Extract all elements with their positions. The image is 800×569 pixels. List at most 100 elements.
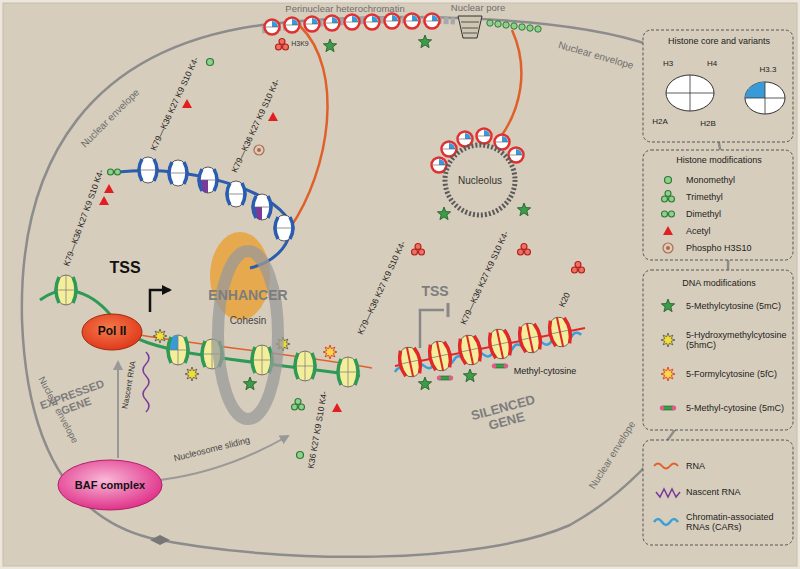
silenced-gene	[516, 321, 544, 355]
membrane-label: Nuclear envelope	[587, 419, 638, 491]
enhancer-chromatin	[138, 157, 158, 183]
legend-panels	[643, 440, 793, 545]
histone-label: H3.3	[760, 66, 777, 75]
silenced-gene	[412, 244, 425, 256]
euchromatin-beads	[519, 24, 525, 30]
silenced-gene	[492, 364, 509, 369]
histone-tail-label: K79—K36 K27 K9 S10 K4-	[230, 78, 282, 174]
legend-symbols	[660, 406, 677, 411]
complex-label: Cohesin	[230, 315, 267, 326]
euchromatin-beads	[527, 25, 533, 31]
legend-text: RNA	[686, 461, 790, 471]
expressed-gene	[55, 275, 77, 305]
histone-tail-label: K20	[558, 291, 573, 309]
heterochromatin	[418, 35, 431, 48]
silenced-gene	[426, 339, 454, 373]
node-text: Nucleolus	[458, 175, 502, 186]
legend-text: Trimethyl	[686, 192, 790, 202]
legend-symbols	[661, 333, 675, 347]
legend-panels	[643, 30, 793, 142]
silenced-gene	[437, 376, 454, 381]
nucleolar-chromatin	[477, 129, 492, 144]
legend-symbols	[654, 464, 678, 469]
histone-core-icons	[745, 82, 765, 98]
enhancer-chromatin	[198, 167, 218, 193]
histone-core-icons	[745, 82, 785, 114]
nucleolus-outline	[445, 145, 515, 215]
legend-text: 5-Methylcytosine (5mC)	[686, 301, 790, 311]
legend-symbols	[662, 211, 675, 217]
enhancer-chromatin	[207, 59, 214, 66]
legend-symbols	[663, 243, 673, 253]
silenced-gene	[396, 345, 424, 379]
enhancer-chromatin	[268, 112, 278, 121]
silenced-gene	[463, 369, 476, 382]
expressed-gene	[332, 403, 342, 412]
expressed-gene	[294, 351, 316, 381]
euchromatin-beads	[487, 20, 541, 32]
membrane-label: Nuclear envelope	[79, 87, 142, 150]
histone-core-icons	[666, 75, 785, 114]
legend-text: 5-Methyl-cytosine (5mC)	[686, 403, 790, 413]
heterochromatin	[323, 39, 336, 52]
silenced-gene	[486, 327, 514, 361]
nuclear-pore	[458, 16, 482, 38]
node-text: BAF complex	[75, 479, 145, 491]
euchromatin-beads	[511, 23, 517, 29]
chromatin-fiber	[290, 26, 328, 228]
structure-label: Perinuclear heterochromatin	[285, 4, 404, 14]
histone-core-icons	[745, 82, 785, 114]
legend-symbols	[663, 226, 673, 235]
enhancer-chromatin	[252, 194, 272, 220]
legend-text: 5-Formylcytosine (5fC)	[686, 369, 790, 379]
silenced-gene	[572, 262, 585, 274]
legend-text: Nascent RNA	[686, 487, 790, 497]
silenced-gene	[456, 333, 484, 367]
nucleolar-chromatin	[517, 203, 530, 216]
legend-symbols	[665, 177, 672, 184]
expressed-gene	[143, 352, 149, 412]
legend-text: Monomethyl	[686, 175, 790, 185]
enhancer-chromatin	[226, 181, 246, 207]
heterochromatin	[305, 17, 320, 32]
modification-label: H3K9	[291, 40, 309, 48]
legend-heading: DNA modifications	[682, 279, 756, 289]
expressed-gene	[167, 335, 189, 365]
histone-core-icons	[666, 75, 714, 111]
nuclear-pore	[461, 22, 479, 33]
legend-symbols	[656, 489, 680, 497]
legend-panels	[643, 270, 793, 430]
euchromatin-beads	[503, 22, 509, 28]
histone-label: H2B	[700, 120, 716, 129]
silenced-gene	[447, 303, 450, 317]
expressed-gene	[337, 357, 359, 387]
process-label: Nucleosome sliding	[173, 436, 251, 464]
legend-text: Chromatin-associated RNAs (CARs)	[686, 512, 790, 533]
euchromatin-beads	[487, 20, 493, 26]
remodeling-arrow	[117, 362, 119, 458]
expressed-gene	[297, 452, 304, 459]
histone-tail-label: K79—K36 K27 K9 S10 K4-	[62, 168, 106, 267]
nucleolar-chromatin	[509, 148, 524, 163]
legend-symbols	[661, 299, 674, 312]
node-text: Pol II	[98, 325, 127, 338]
silenced-gene	[546, 315, 574, 349]
legend-text: Phospho H3S10	[686, 243, 790, 253]
nucleolar-chromatin	[432, 158, 447, 173]
polymerase-complex: Pol II	[81, 313, 143, 351]
histone-label: H3	[663, 60, 673, 69]
heterochromatin	[345, 15, 360, 30]
heterochromatin	[365, 15, 380, 30]
euchromatin-beads	[535, 26, 541, 32]
heterochromatin	[265, 20, 280, 35]
modification-label: Methyl-cytosine	[514, 367, 577, 377]
legend-symbols	[654, 519, 678, 525]
legend-text: Dimethyl	[686, 209, 790, 219]
nucleolar-chromatin	[458, 132, 473, 147]
remodeling-complex-outline	[58, 460, 162, 510]
legend-symbols	[661, 367, 675, 381]
nuclear-envelope	[22, 17, 728, 557]
expressed-gene	[243, 377, 256, 390]
expressed-gene	[99, 196, 109, 205]
